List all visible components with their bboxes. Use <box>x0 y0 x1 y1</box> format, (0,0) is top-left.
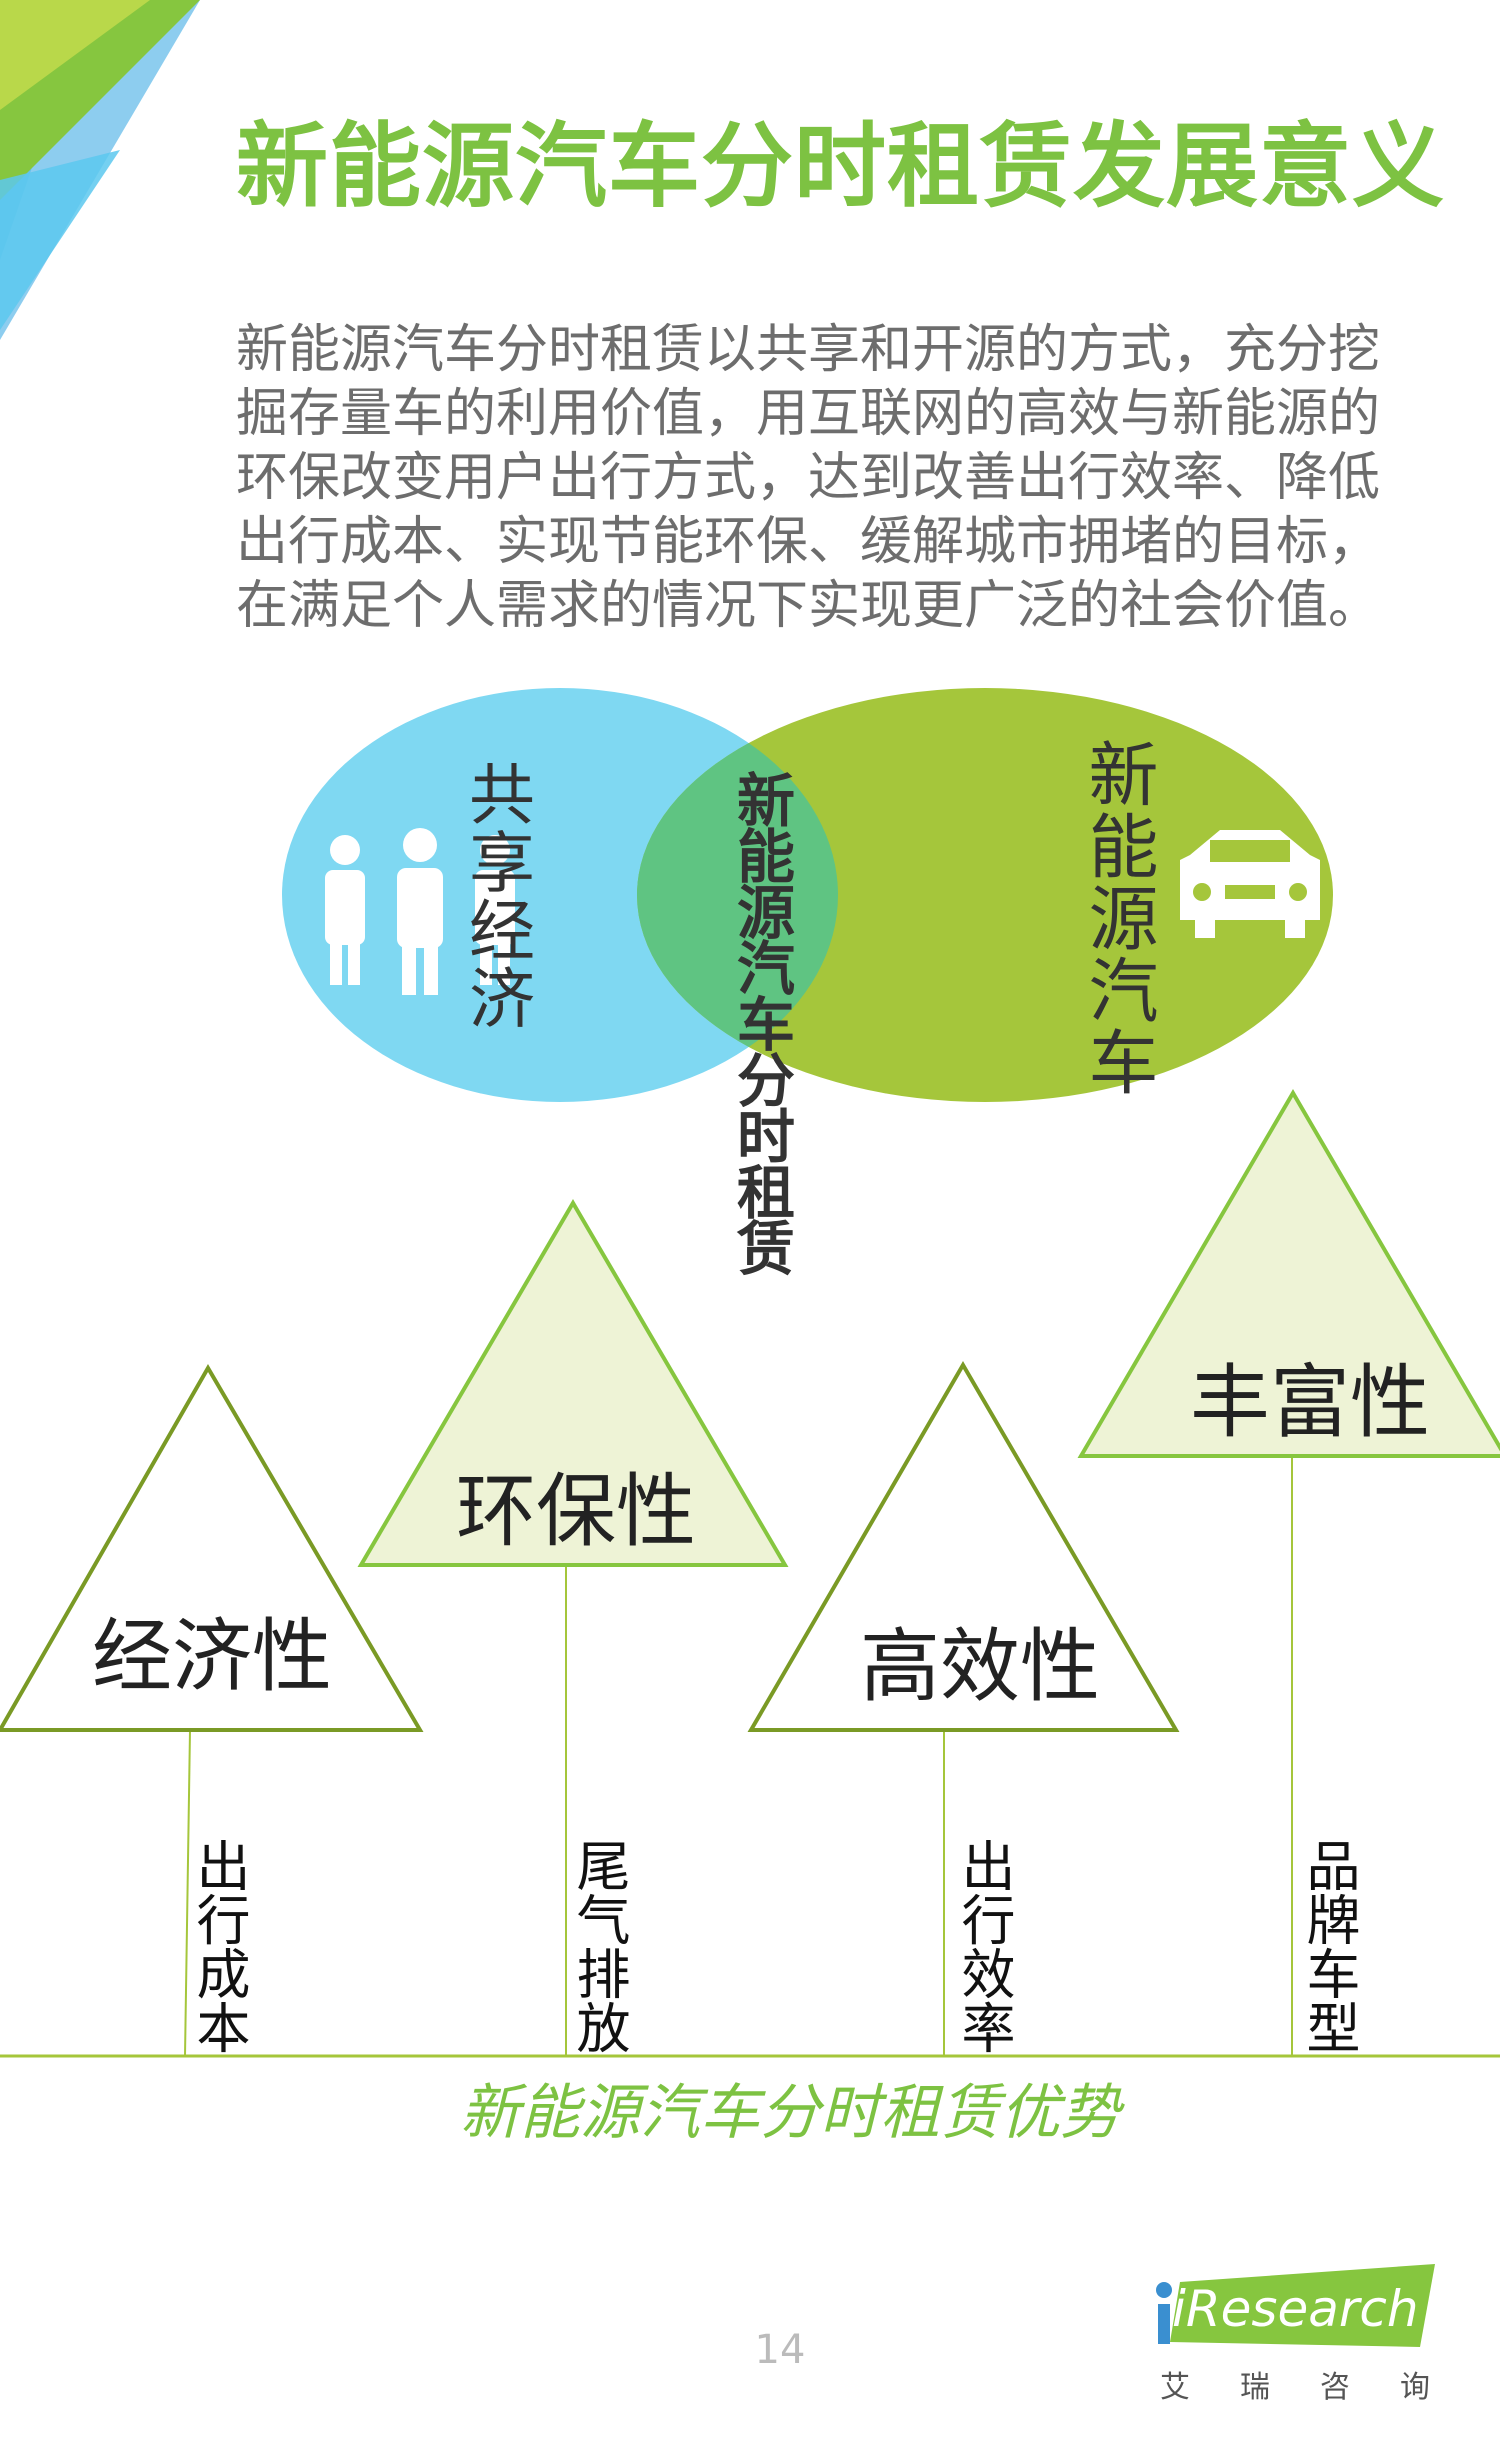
corner-decoration <box>0 0 200 340</box>
intro-line: 在满足个人需求的情况下实现更广泛的社会价值。 <box>236 576 1381 636</box>
advantage-detail: 尾气排放 <box>567 1838 630 2054</box>
page-number: 14 <box>754 2327 806 2373</box>
advantage-label: 丰富性 <box>1190 1356 1430 1449</box>
advantage-label: 经济性 <box>92 1610 332 1703</box>
advantage-label: 高效性 <box>860 1620 1100 1713</box>
triangle-2 <box>357 1199 789 1567</box>
people-icon <box>325 828 515 995</box>
triangle-3 <box>747 1361 1180 1732</box>
logo-subtitle: 艾瑞咨询 <box>1160 2370 1480 2405</box>
intro-line: 环保改变用户出行方式，达到改善出行效率、降低 <box>236 448 1381 508</box>
advantage-detail: 品牌车型 <box>1297 1838 1360 2054</box>
diagram-caption: 新能源汽车分时租赁优势 <box>460 2078 1120 2148</box>
car-icon <box>1180 830 1320 938</box>
page-title: 新能源汽车分时租赁发展意义 <box>236 113 1446 220</box>
venn-right-label: 新能源汽车 <box>1077 738 1159 1098</box>
advantage-detail: 出行效率 <box>952 1838 1015 2054</box>
triangle-1 <box>0 1364 424 1732</box>
stem-1 <box>184 1729 191 2057</box>
iresearch-logo <box>1156 2264 1435 2347</box>
advantage-detail: 出行成本 <box>187 1838 250 2054</box>
intro-paragraph: 新能源汽车分时租赁以共享和开源的方式，充分挖 掘存量车的利用价值，用互联网的高效… <box>236 318 1406 638</box>
venn-left-label: 共享经济 <box>458 760 535 1032</box>
intro-line: 掘存量车的利用价值，用互联网的高效与新能源的 <box>236 384 1381 444</box>
advantage-label: 环保性 <box>456 1465 696 1558</box>
intro-line: 出行成本、实现节能环保、缓解城市拥堵的目标， <box>236 512 1381 572</box>
venn-diagram <box>282 688 1333 1102</box>
logo-wordmark: iResearch <box>1172 2280 1419 2338</box>
intro-line: 新能源汽车分时租赁以共享和开源的方式，充分挖 <box>236 320 1381 380</box>
venn-right-ellipse <box>637 688 1333 1102</box>
triangle-4 <box>1077 1089 1500 1458</box>
